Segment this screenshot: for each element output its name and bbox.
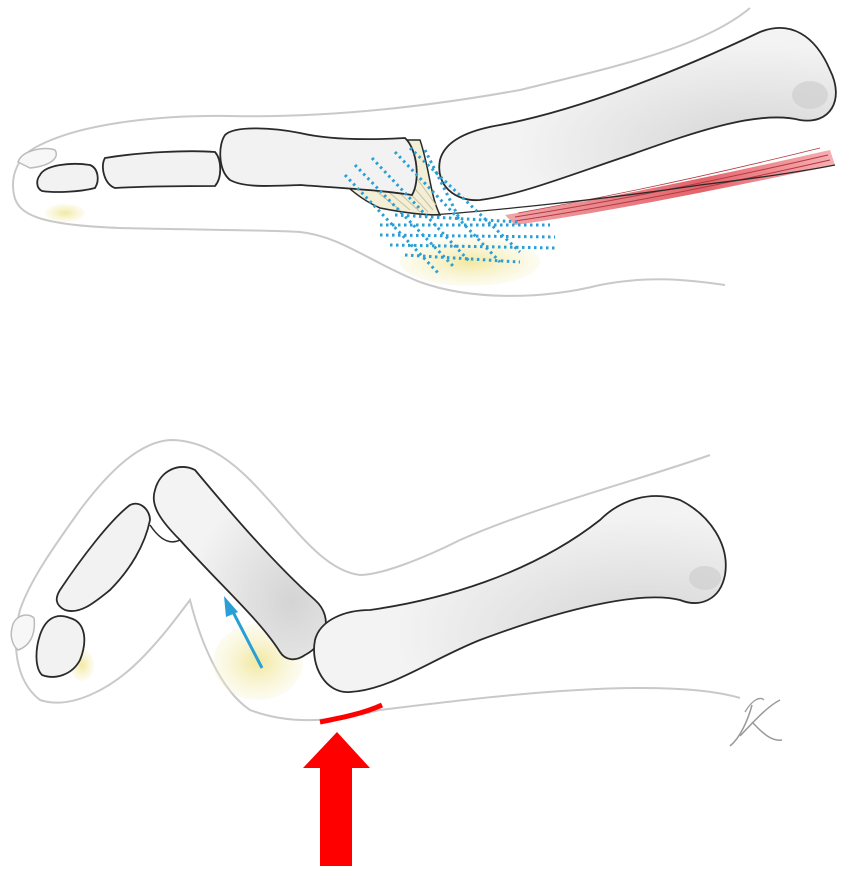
lower-force-arrow xyxy=(303,732,370,866)
upper-figure xyxy=(13,8,836,296)
lower-nail xyxy=(11,615,34,650)
upper-middle-phalanx xyxy=(103,151,220,188)
upper-nail xyxy=(18,149,56,169)
upper-toe-fat-pad xyxy=(45,204,85,222)
upper-distal-phalanx xyxy=(37,164,98,192)
lower-metatarsal xyxy=(314,496,726,692)
lower-pressure-arc xyxy=(320,705,382,722)
signature-mark xyxy=(730,699,782,747)
upper-proximal-phalanx xyxy=(220,128,416,195)
lower-figure xyxy=(11,440,782,866)
